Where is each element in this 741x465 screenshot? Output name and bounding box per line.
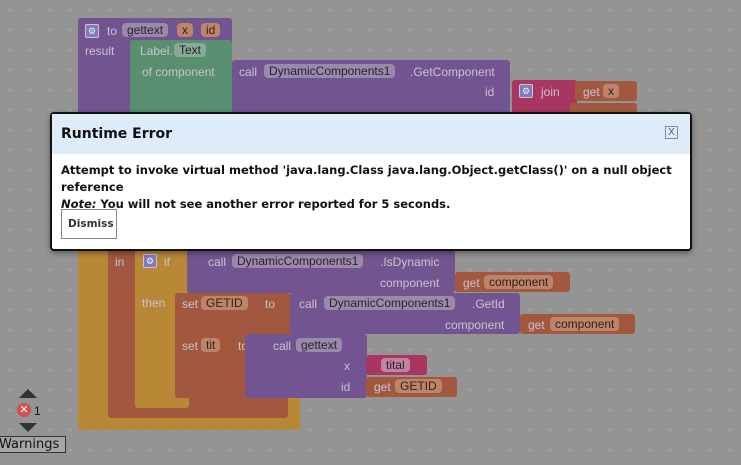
component-dropdown[interactable]: DynamicComponents1: [324, 296, 456, 310]
error-message: Attempt to invoke virtual method 'java.l…: [61, 163, 672, 194]
get-label: get: [463, 276, 480, 290]
procedure-dropdown[interactable]: gettext: [296, 338, 343, 352]
get-label: get: [528, 318, 545, 332]
component-label: component: [445, 318, 505, 332]
to-label: to: [107, 24, 118, 38]
dialog-message: Attempt to invoke virtual method 'java.l…: [61, 162, 690, 213]
join-label: join: [541, 85, 560, 99]
of-component-label: of component: [142, 65, 215, 79]
get-label: get: [374, 380, 391, 394]
prev-warning-arrow[interactable]: [19, 389, 37, 398]
note-label: Note:: [61, 197, 97, 211]
get-label: get: [583, 85, 600, 99]
x-label: x: [344, 359, 350, 373]
var-dropdown[interactable]: tit: [201, 338, 221, 352]
call-label: call: [273, 339, 292, 353]
set-label: set: [182, 297, 199, 311]
dialog-title: Runtime Error: [61, 126, 173, 142]
var-dropdown[interactable]: component: [484, 275, 554, 289]
to-label: to: [265, 297, 276, 311]
var-dropdown[interactable]: GETID: [201, 296, 248, 310]
procedure-name-field[interactable]: gettext: [122, 23, 169, 37]
var-dropdown[interactable]: component: [550, 317, 620, 331]
label-component: Label.: [140, 44, 173, 58]
note-text: You will not see another error reported …: [96, 197, 451, 211]
label-prop-dropdown[interactable]: Text: [174, 43, 207, 57]
if-label: if: [164, 255, 170, 269]
call-label: call: [239, 65, 258, 79]
error-count: 1: [34, 404, 41, 418]
component-dropdown[interactable]: DynamicComponents1: [232, 254, 364, 268]
call-label: call: [299, 297, 318, 311]
dismiss-button[interactable]: Dismiss: [61, 209, 117, 239]
warnings-toggle-button[interactable]: Warnings: [0, 436, 67, 453]
gear-icon[interactable]: ⚙: [519, 84, 533, 98]
to-label: to: [238, 339, 249, 353]
close-icon[interactable]: X: [665, 126, 678, 139]
var-dropdown[interactable]: GETID: [395, 379, 442, 393]
gear-icon[interactable]: ⚙: [85, 24, 99, 38]
note-line: Note: You will not see another error rep…: [61, 196, 690, 213]
method-label: .GetComponent: [410, 65, 495, 79]
call-label: call: [208, 255, 227, 269]
dialog-header: Runtime Error X: [52, 114, 690, 154]
runtime-error-dialog: Runtime Error X Attempt to invoke virtua…: [50, 112, 692, 251]
then-label: then: [142, 296, 166, 310]
method-label: .IsDynamic: [380, 255, 440, 269]
param-x[interactable]: x: [177, 23, 193, 37]
in-label: in: [115, 255, 125, 269]
result-label: result: [85, 44, 115, 58]
component-label: component: [380, 276, 440, 290]
outer-block-body: [78, 250, 108, 420]
set-label: set: [182, 339, 199, 353]
method-label: .GetId: [472, 297, 505, 311]
text-value[interactable]: tital: [381, 358, 410, 372]
id-label: id: [485, 85, 495, 99]
id-label: id: [341, 380, 351, 394]
var-dropdown[interactable]: x: [603, 84, 619, 98]
gear-icon[interactable]: ⚙: [143, 254, 157, 268]
next-warning-arrow[interactable]: [19, 423, 37, 432]
error-icon: ✕: [17, 403, 31, 417]
component-dropdown[interactable]: DynamicComponents1: [264, 64, 396, 78]
param-id[interactable]: id: [201, 23, 221, 37]
